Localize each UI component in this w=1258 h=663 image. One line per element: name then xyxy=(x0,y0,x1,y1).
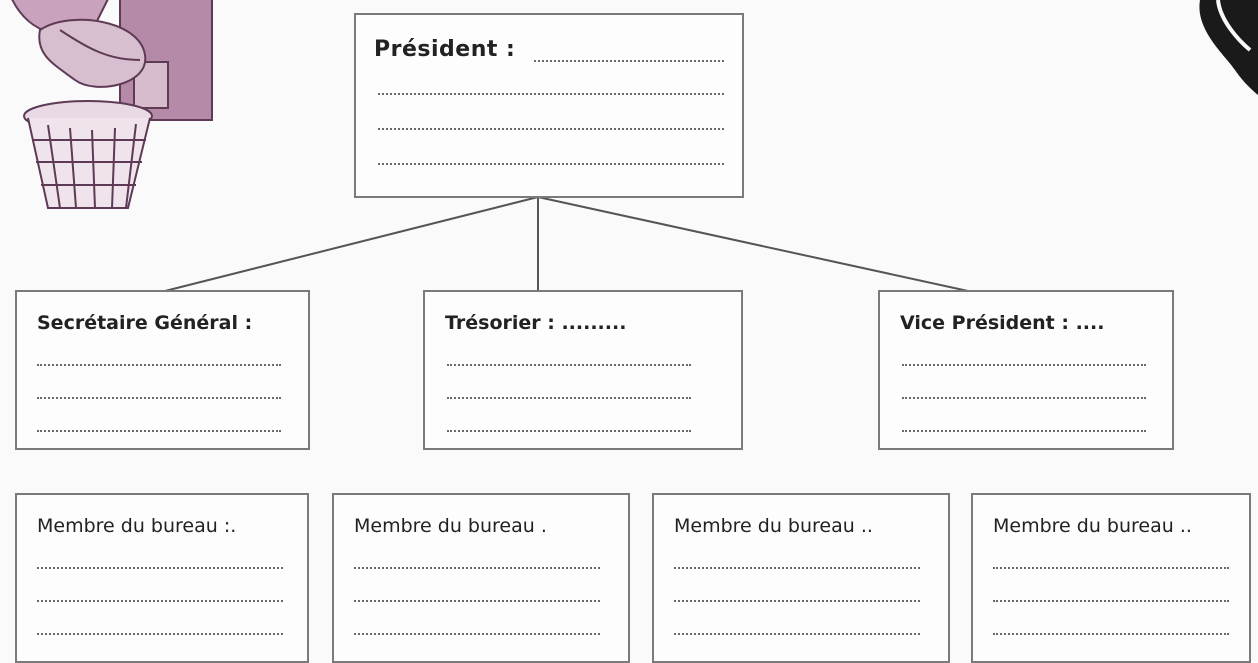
dotted-line xyxy=(902,430,1146,432)
member-label: Membre du bureau :. xyxy=(37,515,237,537)
dotted-line xyxy=(674,567,920,569)
basketball-hoop-illustration xyxy=(11,0,213,209)
connector-president-secretary xyxy=(164,196,539,292)
dotted-line xyxy=(37,567,283,569)
dotted-line xyxy=(354,567,600,569)
dotted-line xyxy=(37,600,283,602)
treasurer-label: Trésorier : ......... xyxy=(445,312,627,334)
dotted-line xyxy=(447,397,691,399)
hoop-icon xyxy=(11,0,213,209)
dotted-line xyxy=(37,430,281,432)
member-label: Membre du bureau .. xyxy=(674,515,873,537)
connector-lines xyxy=(164,196,969,292)
dotted-line xyxy=(37,364,281,366)
ball xyxy=(38,18,147,88)
dotted-line xyxy=(902,364,1146,366)
president-box: Président : xyxy=(354,13,744,198)
dotted-line xyxy=(447,430,691,432)
dotted-line xyxy=(378,163,724,165)
dotted-line xyxy=(354,600,600,602)
treasurer-box: Trésorier : ......... xyxy=(423,290,743,450)
ball-seam xyxy=(59,29,141,61)
dotted-line xyxy=(534,60,724,62)
member-label: Membre du bureau .. xyxy=(993,515,1192,537)
dotted-line xyxy=(674,633,920,635)
dotted-line xyxy=(447,364,691,366)
dotted-line xyxy=(993,600,1229,602)
member-box-2: Membre du bureau . xyxy=(332,493,630,663)
org-chart: Président : Secrétaire Général : Trésori… xyxy=(11,0,1258,663)
backboard-square xyxy=(133,61,169,109)
dotted-line xyxy=(354,633,600,635)
dotted-line xyxy=(674,600,920,602)
president-label: Président : xyxy=(374,37,516,62)
secretary-label: Secrétaire Général : xyxy=(37,312,253,334)
dotted-line xyxy=(37,633,283,635)
secretary-box: Secrétaire Général : xyxy=(15,290,310,450)
member-label: Membre du bureau . xyxy=(354,515,547,537)
dotted-line xyxy=(993,567,1229,569)
vice-president-label: Vice Président : .... xyxy=(900,312,1105,334)
dotted-line xyxy=(993,633,1229,635)
dotted-line xyxy=(378,93,724,95)
decorative-swirl-icon xyxy=(1199,0,1258,95)
connector-president-vice xyxy=(537,196,969,292)
vice-president-box: Vice Président : .... xyxy=(878,290,1174,450)
dotted-line xyxy=(37,397,281,399)
dotted-line xyxy=(902,397,1146,399)
dotted-line xyxy=(378,128,724,130)
member-box-4: Membre du bureau .. xyxy=(971,493,1251,663)
member-box-1: Membre du bureau :. xyxy=(15,493,309,663)
member-box-3: Membre du bureau .. xyxy=(652,493,950,663)
